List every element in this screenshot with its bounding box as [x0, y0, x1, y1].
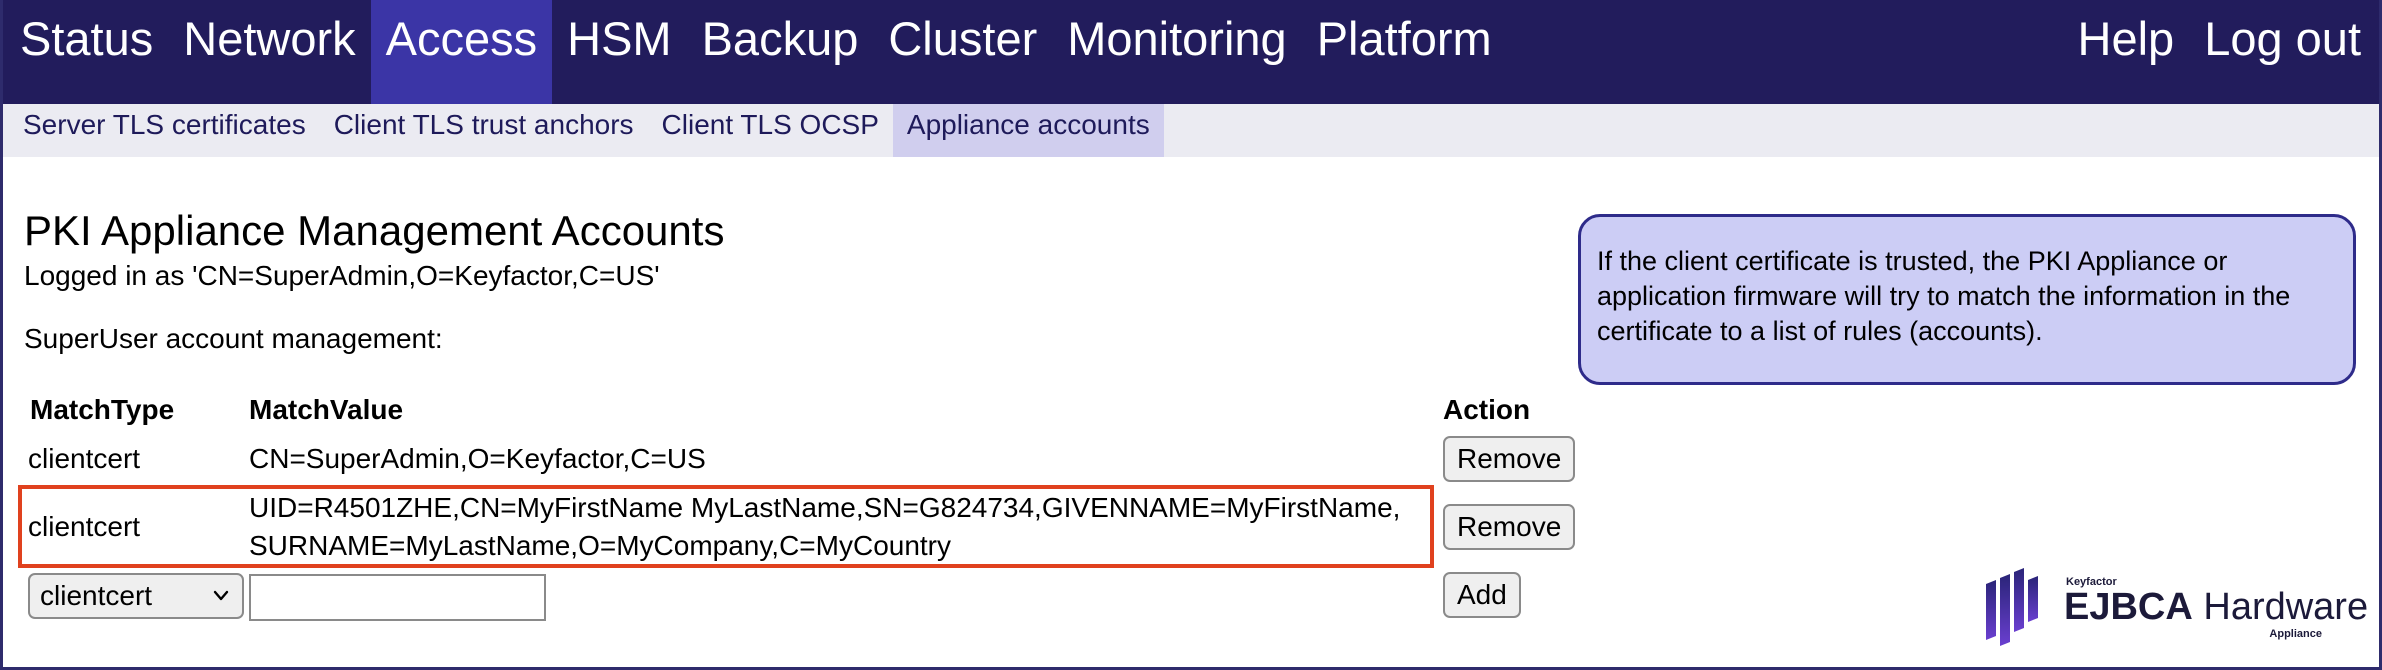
nav-platform[interactable]: Platform: [1316, 12, 1492, 65]
nav-cluster[interactable]: Cluster: [888, 12, 1038, 65]
header-action: Action: [1443, 394, 1531, 425]
nav-help[interactable]: Help: [2077, 12, 2175, 65]
logo-product-rest: Hardware: [2192, 586, 2369, 628]
match-value-input[interactable]: [249, 574, 546, 621]
nav-hsm[interactable]: HSM: [567, 12, 672, 65]
row2-remove-button[interactable]: Remove: [1443, 504, 1576, 550]
header-match-type: MatchType: [30, 394, 175, 425]
nav-status[interactable]: Status: [20, 12, 154, 65]
nav-logout[interactable]: Log out: [2204, 12, 2361, 65]
logo-sub: Appliance: [2269, 628, 2322, 640]
match-type-select[interactable]: clientcert: [28, 573, 244, 619]
nav-monitoring[interactable]: Monitoring: [1067, 12, 1287, 65]
section-heading: SuperUser account management:: [24, 323, 443, 354]
nav-network[interactable]: Network: [183, 12, 356, 65]
main-nav: Status Network Access HSM Backup Cluster…: [3, 0, 1507, 104]
ejbca-logo-icon: [1986, 568, 2038, 646]
info-text: If the client certificate is trusted, th…: [1597, 246, 2291, 346]
match-type-selected: clientcert: [40, 580, 153, 611]
utility-nav: Help Log out: [2063, 0, 2379, 104]
subnav-client-tls-ocsp[interactable]: Client TLS OCSP: [661, 109, 879, 140]
chevron-down-icon: [213, 590, 229, 601]
logged-in-text: Logged in as 'CN=SuperAdmin,O=Keyfactor,…: [24, 260, 660, 291]
row1-remove-button[interactable]: Remove: [1443, 436, 1576, 482]
nav-backup[interactable]: Backup: [701, 12, 859, 65]
subnav-appliance-accounts[interactable]: Appliance accounts: [892, 104, 1164, 157]
row2-match-type: clientcert: [28, 511, 141, 542]
top-navigation: Status Network Access HSM Backup Cluster…: [3, 0, 2379, 104]
logo-company: Keyfactor: [2066, 576, 2117, 588]
highlight-box: [18, 485, 1434, 568]
logo-product-bold: EJBCA: [2064, 586, 2193, 628]
nav-access[interactable]: Access: [370, 0, 553, 104]
ejbca-logo: Keyfactor EJBCA Hardware Appliance: [1982, 566, 2368, 646]
row1-match-value: CN=SuperAdmin,O=Keyfactor,C=US: [249, 443, 706, 474]
subnav-client-tls-trust-anchors[interactable]: Client TLS trust anchors: [333, 109, 634, 140]
logo-product: EJBCA Hardware: [2064, 586, 2368, 628]
info-callout: If the client certificate is trusted, th…: [1578, 214, 2356, 385]
page-title: PKI Appliance Management Accounts: [24, 207, 725, 254]
add-button[interactable]: Add: [1443, 572, 1521, 618]
header-match-value: MatchValue: [249, 394, 404, 425]
row2-match-value: UID=R4501ZHE,CN=MyFirstName MyLastName,S…: [249, 492, 1401, 561]
sub-navigation: Server TLS certificates Client TLS trust…: [3, 104, 2379, 157]
subnav-server-tls-certificates[interactable]: Server TLS certificates: [23, 109, 306, 140]
row1-match-type: clientcert: [28, 443, 141, 474]
